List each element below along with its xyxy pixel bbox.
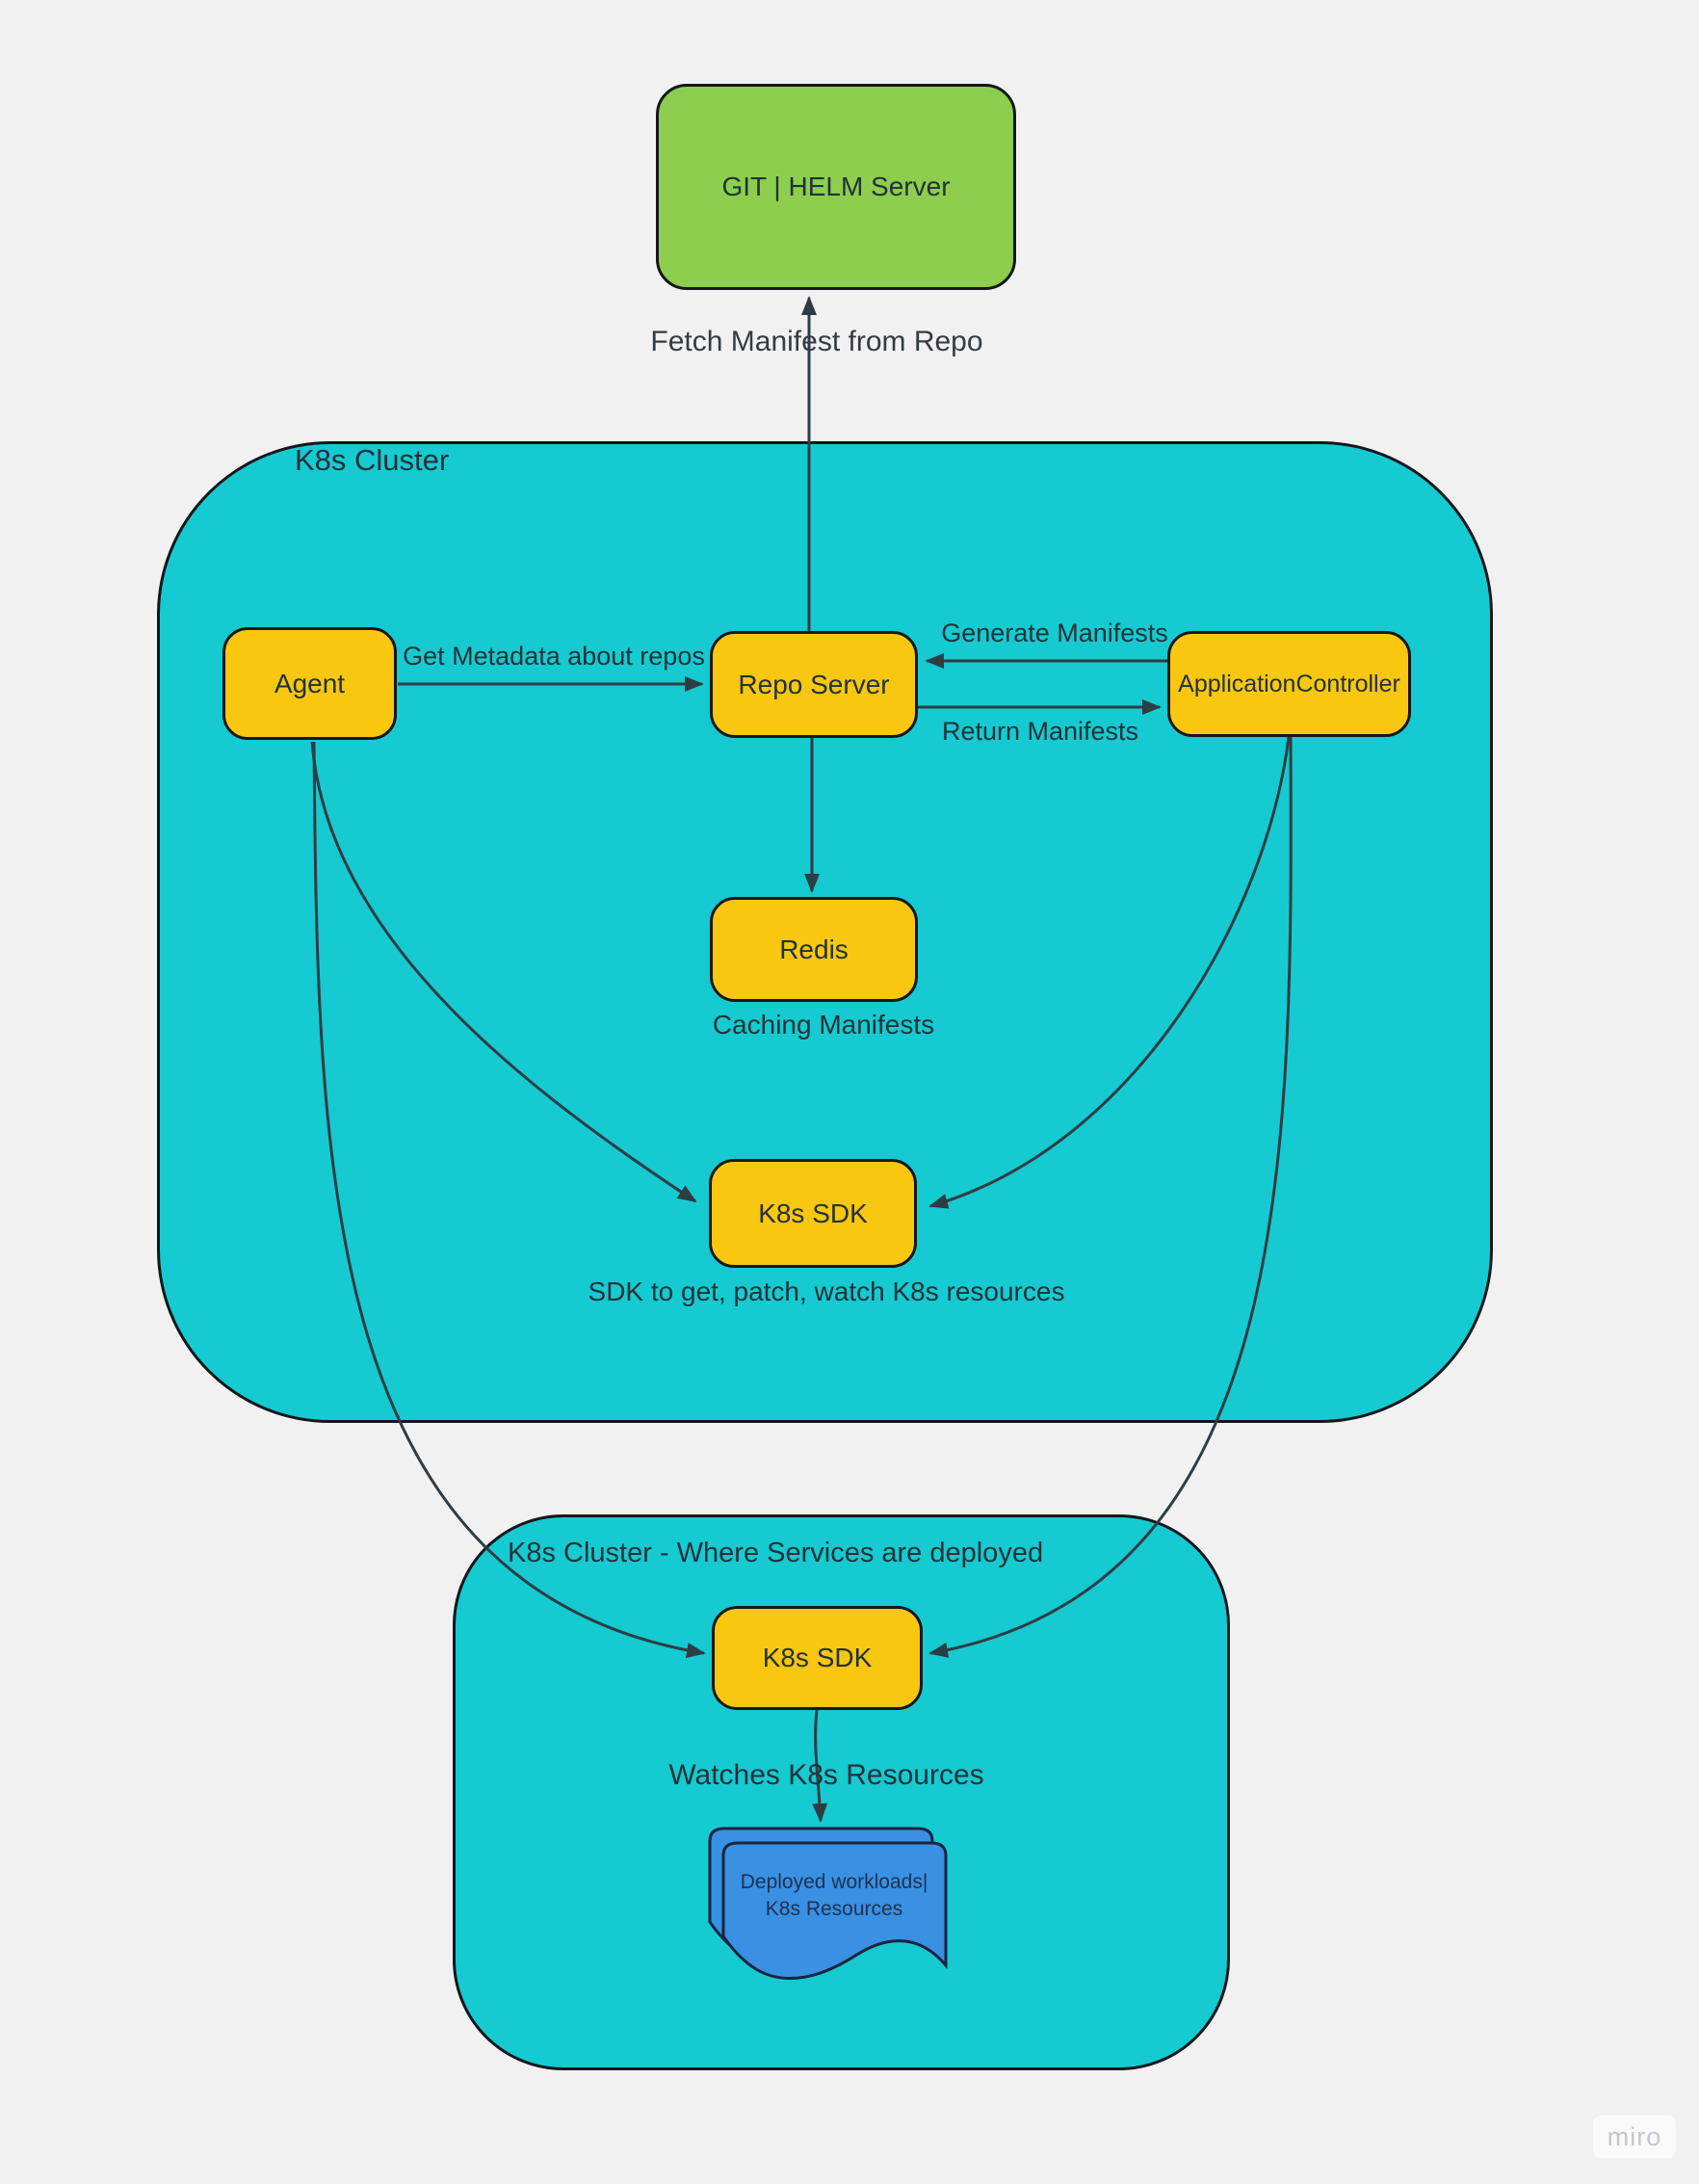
cluster-k8s-main-title[interactable]: K8s Cluster [295, 443, 450, 477]
node-repo-server-label: Repo Server [738, 669, 890, 699]
node-agent[interactable]: Agent [222, 627, 397, 740]
label-sdk-caption[interactable]: SDK to get, patch, watch K8s resources [588, 1276, 1065, 1306]
label-generate-manifests[interactable]: Generate Manifests [941, 618, 1168, 647]
label-watches-resources[interactable]: Watches K8s Resources [668, 1759, 984, 1791]
label-return-manifests[interactable]: Return Manifests [941, 717, 1139, 746]
label-get-metadata[interactable]: Get Metadata about repos [403, 642, 705, 671]
node-repo-server[interactable]: Repo Server [710, 631, 918, 738]
miro-watermark-text: miro [1607, 2121, 1662, 2151]
deployed-workloads-text: Deployed workloads| K8s Resources [723, 1869, 945, 1923]
node-git-helm-server-label: GIT | HELM Server [721, 171, 951, 201]
node-redis[interactable]: Redis [710, 897, 918, 1002]
deployed-workloads-line2: K8s Resources [765, 1898, 903, 1920]
cluster-k8s-deploy-title[interactable]: K8s Cluster - Where Services are deploye… [508, 1538, 1044, 1568]
node-application-controller[interactable]: ApplicationController [1167, 631, 1411, 737]
cluster-k8s-deploy[interactable] [453, 1514, 1230, 2070]
node-agent-label: Agent [274, 668, 346, 698]
node-k8s-sdk-main[interactable]: K8s SDK [709, 1159, 917, 1268]
node-git-helm-server[interactable]: GIT | HELM Server [656, 84, 1016, 290]
node-k8s-sdk-deploy[interactable]: K8s SDK [712, 1606, 923, 1710]
node-redis-label: Redis [779, 934, 849, 964]
deployed-workloads-line1: Deployed workloads| [740, 1871, 928, 1893]
label-fetch-manifest[interactable]: Fetch Manifest from Repo [650, 326, 983, 357]
label-caching-manifests[interactable]: Caching Manifests [712, 1010, 935, 1039]
node-k8s-sdk-main-label: K8s SDK [758, 1197, 868, 1228]
miro-watermark: miro [1593, 2116, 1676, 2158]
node-application-controller-label: ApplicationController [1178, 670, 1400, 697]
node-k8s-sdk-deploy-label: K8s SDK [762, 1643, 873, 1672]
